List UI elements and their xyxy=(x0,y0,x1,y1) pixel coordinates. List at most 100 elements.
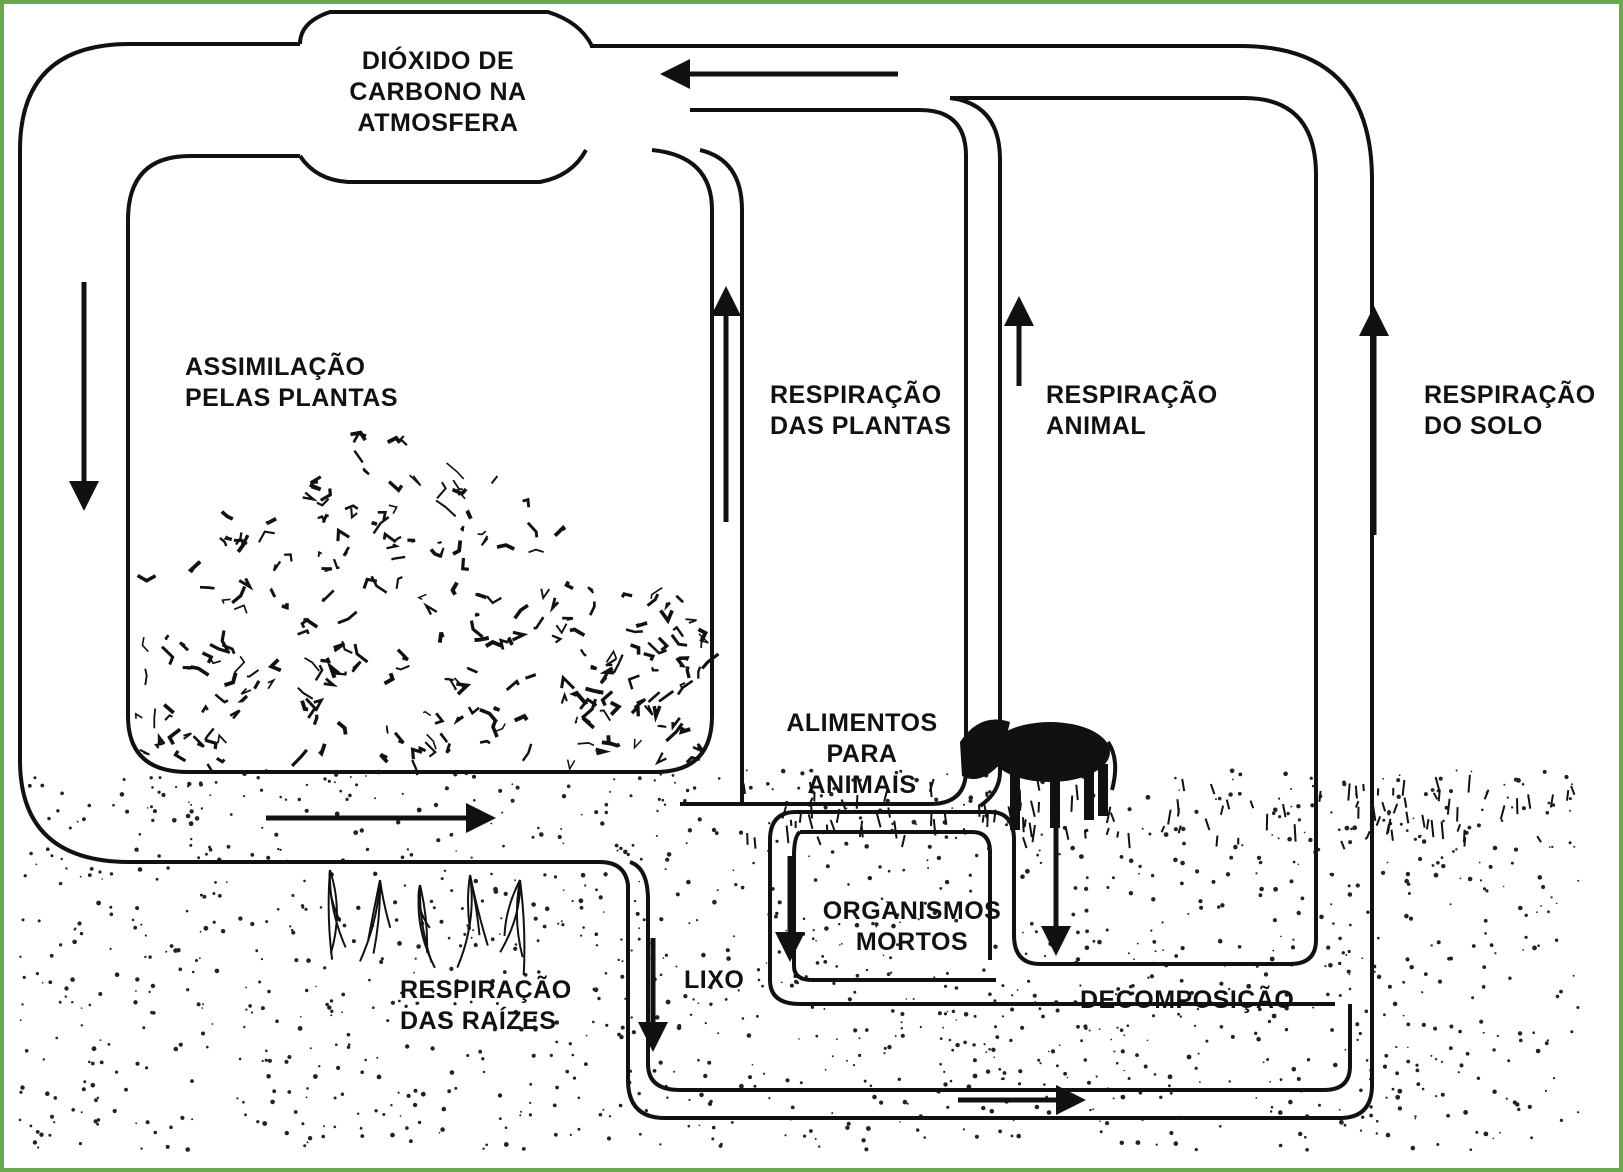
soil-speck xyxy=(584,1062,588,1066)
label-line: RESPIRAÇÃO xyxy=(1046,380,1218,411)
soil-speck xyxy=(1030,922,1034,926)
soil-speck xyxy=(262,1060,264,1062)
plant-stroke xyxy=(271,590,275,597)
soil-speck xyxy=(618,959,620,961)
label-co2-atmosphere: DIÓXIDO DE CARBONO NA ATMOSFERA xyxy=(318,46,558,139)
soil-speck xyxy=(409,1139,413,1143)
plant-stroke xyxy=(629,676,639,690)
plant-stroke xyxy=(453,480,463,489)
plant-stroke xyxy=(441,548,444,558)
soil-speck xyxy=(356,906,360,910)
soil-speck xyxy=(372,1006,375,1009)
soil-speck xyxy=(125,810,129,814)
soil-speck xyxy=(1338,828,1341,831)
soil-speck xyxy=(1128,1077,1131,1080)
soil-speck xyxy=(643,918,646,921)
soil-speck xyxy=(1441,1093,1445,1097)
plant-stroke xyxy=(321,569,331,571)
soil-speck xyxy=(1113,1097,1115,1099)
soil-speck xyxy=(1063,1072,1067,1076)
soil-speck xyxy=(1422,1088,1425,1091)
soil-speck xyxy=(1506,1098,1508,1100)
soil-speck xyxy=(974,1015,977,1018)
grass-blade xyxy=(1448,799,1450,815)
soil-speck xyxy=(747,1033,752,1038)
grass-blade xyxy=(1128,833,1129,848)
soil-speck xyxy=(1414,838,1417,841)
soil-speck xyxy=(1018,1082,1021,1085)
soil-speck xyxy=(1384,1054,1388,1058)
soil-speck xyxy=(502,845,505,848)
soil-speck xyxy=(321,1135,325,1139)
soil-speck xyxy=(1499,1132,1501,1134)
soil-speck xyxy=(511,799,515,803)
soil-speck xyxy=(890,972,892,974)
soil-speck xyxy=(1424,972,1428,976)
grass-blade xyxy=(931,813,932,826)
soil-speck xyxy=(1559,990,1563,994)
root-illustration xyxy=(329,870,525,975)
animal-pipe-outer xyxy=(950,98,1000,806)
soil-speck xyxy=(440,920,444,924)
soil-speck xyxy=(174,1047,179,1052)
soil-speck xyxy=(693,786,696,789)
soil-speck xyxy=(1392,1088,1395,1091)
grass-blade xyxy=(1023,817,1024,832)
soil-speck xyxy=(1435,1058,1437,1060)
soil-speck xyxy=(800,1081,803,1084)
soil-speck xyxy=(1298,864,1300,866)
soil-speck xyxy=(459,944,462,947)
soil-speck xyxy=(938,1011,942,1015)
plant-stroke xyxy=(644,654,653,661)
soil-speck xyxy=(1466,1052,1470,1056)
soil-speck xyxy=(973,1058,977,1062)
soil-speck xyxy=(109,906,112,909)
soil-speck xyxy=(1560,1119,1563,1122)
plant-stroke xyxy=(480,741,490,743)
soil-speck xyxy=(23,976,26,979)
soil-speck xyxy=(88,873,92,877)
soil-speck xyxy=(298,1026,303,1031)
soil-speck xyxy=(748,1075,752,1079)
soil-speck xyxy=(19,956,21,958)
plant-stroke xyxy=(338,612,357,623)
soil-speck xyxy=(268,1059,272,1063)
soil-speck xyxy=(213,921,216,924)
soil-speck xyxy=(347,1046,350,1049)
soil-speck xyxy=(328,780,331,783)
soil-speck xyxy=(1271,1106,1274,1109)
soil-speck xyxy=(37,1146,39,1148)
soil-speck xyxy=(1577,1111,1579,1113)
soil-speck xyxy=(565,1070,569,1074)
soil-speck xyxy=(199,783,203,787)
soil-speck xyxy=(1349,988,1352,991)
soil-speck xyxy=(285,799,287,801)
soil-speck xyxy=(327,1005,331,1009)
plant-stroke xyxy=(477,593,486,598)
soil-speck xyxy=(708,1102,712,1106)
plant-stroke xyxy=(410,475,421,485)
plant-stroke xyxy=(321,658,329,661)
soil-speck xyxy=(1456,770,1458,772)
soil-speck xyxy=(641,1027,643,1029)
plant-stroke xyxy=(447,743,450,752)
grass-blade xyxy=(811,803,812,819)
soil-speck xyxy=(870,1085,873,1088)
soil-speck xyxy=(1326,946,1330,950)
soil-speck xyxy=(1569,797,1572,800)
soil-speck xyxy=(166,866,169,869)
soil-speck xyxy=(445,786,449,790)
plant-stroke xyxy=(387,726,388,734)
soil-speck xyxy=(36,972,39,975)
soil-speck xyxy=(1217,905,1220,908)
soil-speck xyxy=(491,937,495,941)
soil-speck xyxy=(50,854,53,857)
soil-speck xyxy=(1025,953,1028,956)
soil-speck xyxy=(1396,778,1400,782)
soil-speck xyxy=(148,955,151,958)
soil-speck xyxy=(1278,1110,1283,1115)
soil-speck xyxy=(1342,951,1345,954)
soil-speck xyxy=(1493,846,1498,851)
soil-speck xyxy=(215,969,220,974)
soil-speck xyxy=(1387,862,1389,864)
